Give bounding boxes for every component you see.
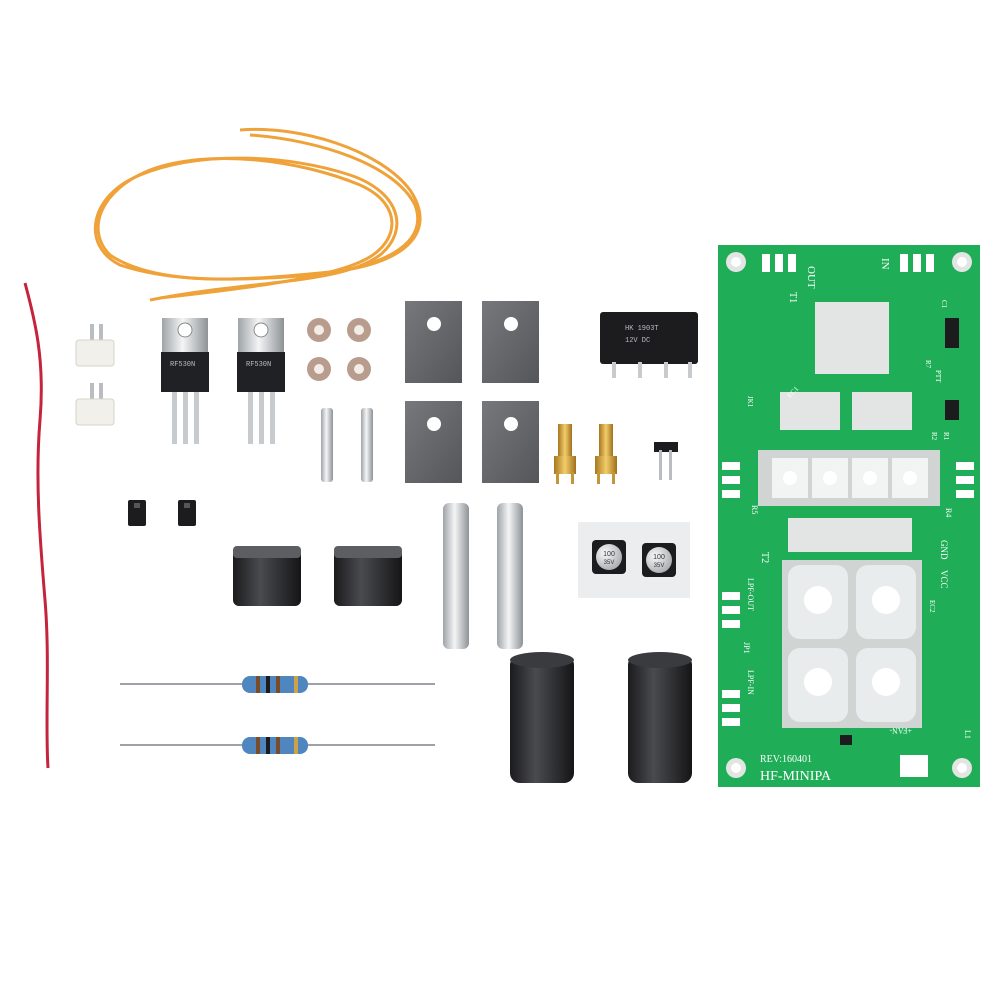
pcb-label-jp1: JP1	[742, 642, 751, 654]
pcb-label-c1: C1	[940, 300, 948, 309]
pcb-label-t2: T2	[759, 552, 770, 563]
pcb-label-r5: R5	[750, 505, 759, 514]
ferrite-sleeve	[510, 652, 692, 783]
jumper-cap	[128, 500, 196, 526]
svg-text:100: 100	[653, 554, 665, 561]
pcb-label-r7: R7	[924, 360, 932, 369]
svg-text:RF530N: RF530N	[170, 361, 195, 369]
two-pin-connector	[75, 324, 115, 426]
pcb-label-ec2: EC2	[928, 600, 936, 613]
orange-wire-coil	[93, 127, 422, 302]
svg-text:HK 1903T: HK 1903T	[625, 325, 659, 333]
hf-minipa-pcb: OUT IN T1 T2 GND VCC LPF-OUT LPF-IN JP1 …	[718, 245, 980, 787]
pcb-revision: REV:160401	[760, 754, 812, 765]
svg-text:35V: 35V	[654, 563, 665, 569]
pcb-label-r4: R4	[944, 508, 953, 517]
svg-text:RF530N: RF530N	[246, 361, 271, 369]
pcb-label-r1: R1	[942, 432, 950, 441]
pcb-label-ptt: PTT	[934, 370, 942, 383]
mosfet-transistor: RF530N RF530N	[161, 318, 285, 444]
pcb-label-l1: L1	[963, 730, 972, 739]
svg-text:35V: 35V	[604, 560, 615, 566]
pcb-label-lpf-out: LPF-OUT	[746, 578, 755, 611]
pcb-label-gnd: GND	[939, 540, 949, 560]
pcb-label-out: OUT	[805, 266, 817, 289]
copper-tube	[321, 408, 373, 482]
pcb-label-in: IN	[879, 258, 891, 270]
sma-connector	[554, 424, 617, 484]
ferrite-bead	[307, 318, 371, 381]
svg-text:100: 100	[603, 551, 615, 558]
copper-tube	[443, 503, 523, 649]
resistor	[120, 676, 435, 754]
pcb-label-lpf-in: LPF-IN	[746, 670, 755, 695]
pin-header	[654, 442, 678, 480]
capacitor: 100 35V 100 35V	[578, 522, 690, 598]
pcb-label-jk1: JK1	[746, 396, 754, 408]
red-wire	[23, 282, 50, 769]
svg-text:12V DC: 12V DC	[625, 337, 650, 345]
pcb-label-t1: T1	[787, 292, 798, 303]
pcb-label-r2: R2	[930, 432, 938, 441]
binocular-ferrite-core	[233, 546, 402, 606]
pcb-board-name: HF-MINIPA	[760, 769, 832, 784]
thermal-pad	[405, 301, 539, 483]
pcb-label-fan: +FAN-	[889, 726, 912, 735]
pcb-label-vcc: VCC	[939, 570, 949, 589]
relay: HK 1903T 12V DC	[600, 312, 698, 378]
